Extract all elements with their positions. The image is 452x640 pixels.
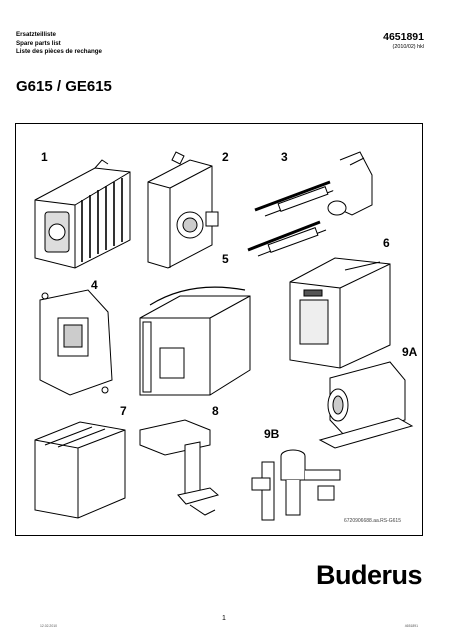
part-2-rear-section-illustration <box>147 151 219 269</box>
part-9b-gas-train-illustration <box>251 449 341 521</box>
part-1-boiler-block-illustration <box>34 159 131 269</box>
page-title: G615 / GE615 <box>16 78 112 95</box>
doc-type-fr: Liste des pièces de rechange <box>16 48 102 56</box>
label-part-3: 3 <box>281 150 288 164</box>
part-9a-burner-illustration <box>318 361 414 449</box>
footer-date: 12.02.2010 <box>40 624 57 628</box>
part-number: 4651891 <box>383 31 424 43</box>
page-number: 1 <box>222 615 226 622</box>
doc-type-de: Ersatzteilliste <box>16 31 56 38</box>
label-part-5: 5 <box>222 252 229 266</box>
part-4-front-door-illustration <box>39 289 113 396</box>
label-part-4: 4 <box>91 278 98 292</box>
part-6-boiler-casing-illustration <box>289 257 391 369</box>
part-number-block: 4651891 (2010/02) hkl <box>383 31 424 50</box>
part-8-mounting-bracket-illustration <box>139 419 220 516</box>
label-part-1: 1 <box>41 150 48 164</box>
label-part-7: 7 <box>120 404 127 418</box>
buderus-logo: Buderus <box>315 560 423 590</box>
doc-type-en: Spare parts list <box>16 39 61 47</box>
label-part-6: 6 <box>383 236 390 250</box>
label-part-9a: 9A <box>402 345 418 359</box>
label-part-2: 2 <box>222 150 229 164</box>
label-part-8: 8 <box>212 404 219 418</box>
part-5-combustion-frame-illustration <box>139 286 251 396</box>
revision-date: (2010/02) hkl <box>392 44 424 50</box>
label-part-9b: 9B <box>264 427 280 441</box>
figure-reference: 6720906688.aa.RS-G615 <box>344 518 401 524</box>
document-type-block: Ersatzteilliste Spare parts list Liste d… <box>16 31 102 57</box>
exploded-figure-frame <box>15 123 423 536</box>
part-7-casing-panels-illustration <box>34 421 126 519</box>
footer-doc-code: 4651891 <box>404 624 418 628</box>
part-3-turbulators-and-flue-illustration <box>247 151 373 257</box>
